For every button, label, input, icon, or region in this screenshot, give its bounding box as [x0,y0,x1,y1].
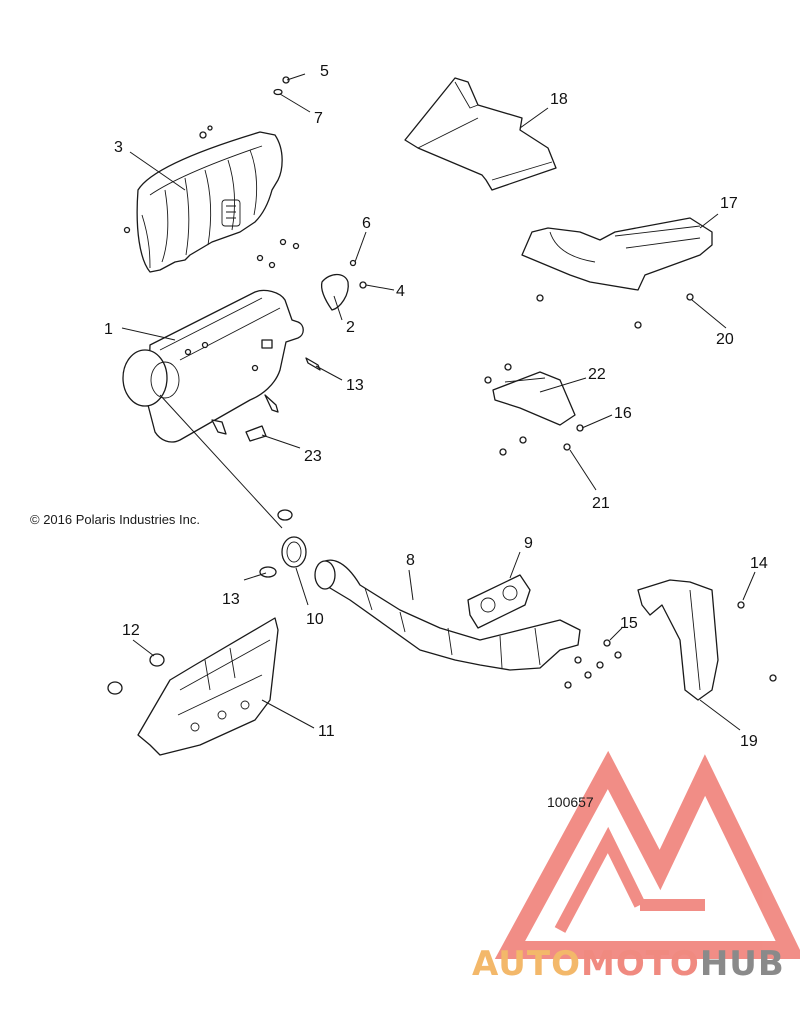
leader-lines [121,73,756,731]
diagram-number: 100657 [547,794,594,810]
callout-6: 6 [362,215,371,232]
callout-23: 23 [304,448,322,465]
part-8-header-pipe [314,559,581,671]
callout-18: 18 [550,91,568,108]
callout-21: 21 [592,495,610,512]
part-13-spring-upper [305,357,321,371]
callout-9: 9 [524,535,533,552]
watermark-text-auto: AUTO [472,944,581,984]
part-1-muffler [122,289,304,443]
part-17-heat-shield [521,217,713,291]
callout-22: 22 [588,366,606,383]
callout-17: 17 [720,195,738,212]
part-12-nut [107,653,165,695]
callout-13-lower: 13 [222,591,240,608]
callout-2: 2 [346,319,355,336]
callout-1: 1 [104,321,113,338]
callout-labels: 5 7 3 6 4 2 1 13 23 13 10 8 9 18 17 20 2… [104,63,768,750]
part-3-heat-shield [136,131,283,273]
watermark-text-hub: HUB [699,944,785,984]
part-11-heat-shield [137,617,279,756]
watermark-text-moto: MOTO [580,944,700,984]
part-19-heat-shield [637,579,719,701]
callout-12: 12 [122,622,140,639]
part-10-gasket [281,536,307,568]
callout-13-upper: 13 [346,377,364,394]
callout-19: 19 [740,733,758,750]
callout-5: 5 [320,63,329,80]
callout-14: 14 [750,555,768,572]
watermark-text: AUTOMOTOHUB [472,944,785,984]
callout-3: 3 [114,139,123,156]
callout-7: 7 [314,110,323,127]
watermark-logo [494,750,800,959]
callout-4: 4 [396,283,405,300]
copyright-notice: © 2016 Polaris Industries Inc. [30,512,200,527]
hardware-small-fasteners [123,76,367,289]
callout-16: 16 [614,405,632,422]
callout-10: 10 [306,611,324,628]
callout-20: 20 [716,331,734,348]
part-22-bracket [492,371,576,426]
part-13-spring-lower-b [259,566,277,578]
part-13-spring-lower-a [277,509,293,521]
callout-8: 8 [406,552,415,569]
bolts-group [484,293,777,689]
part-2-end-cap [320,273,349,311]
callout-11: 11 [318,723,335,740]
part-9-gasket-plate [467,574,531,629]
part-23-sensor [245,425,267,442]
callout-15: 15 [620,615,638,632]
part-18-heat-shield [404,77,557,191]
